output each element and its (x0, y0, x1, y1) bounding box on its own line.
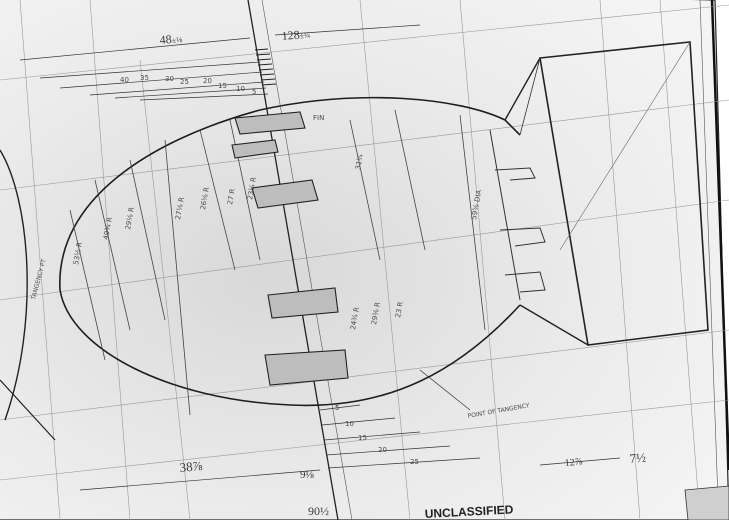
scale-bottom-5: 5 (335, 404, 339, 412)
radius-label-5: 26⅛ R (199, 186, 211, 210)
suspension-lugs (231, 111, 349, 386)
radius-label-3: 29⅛ R (124, 206, 136, 230)
sheet-border-right (710, 0, 729, 471)
radius-label-8: 31¼ (354, 153, 365, 170)
radius-label-6: 27 R (226, 188, 237, 205)
label-fin: FIN (313, 114, 324, 122)
scale-label-10: 10 (236, 85, 245, 93)
dim-right-1: 12⅞ (564, 456, 583, 469)
scale-label-35: 35 (140, 74, 149, 82)
title-block-edge (684, 485, 729, 520)
dim-top-48: 48±⅛ (159, 31, 183, 47)
radius-label-2: 49¾ R (102, 216, 114, 240)
tail-struts (494, 167, 546, 293)
radius-label-1: 53½ R (72, 241, 84, 265)
scale-bottom-20: 20 (378, 446, 387, 454)
radius-label-4: 27⅛ R (174, 196, 186, 220)
classification-stamp: UNCLASSIFIED (424, 502, 514, 520)
left-partial-view (0, 149, 28, 421)
scale-label-25: 25 (180, 78, 189, 86)
scale-bottom-15: 15 (358, 434, 367, 442)
dim-right-2: 7½ (629, 450, 647, 466)
dim-top-128: 128±¼ (281, 27, 311, 43)
bomb-body-outline (59, 96, 521, 407)
scale-bottom-10: 10 (345, 420, 354, 428)
scale-label-5: 5 (252, 88, 256, 96)
top-dimension-lines (19, 24, 421, 101)
radius-lines (69, 109, 486, 416)
dim-bottom-center-2: 90½ (308, 504, 329, 518)
scale-bottom-25: 25 (410, 458, 419, 466)
radius-label-7: 23¼ R (246, 176, 258, 200)
scale-label-30: 30 (165, 75, 174, 83)
radius-label-11: 23 R (394, 301, 405, 318)
scale-tick-marks (254, 48, 277, 86)
scale-label-20: 20 (203, 77, 212, 85)
radius-label-9: 24¾ R (349, 306, 361, 330)
scale-label-15: 15 (218, 82, 227, 90)
scale-label-40: 40 (120, 76, 129, 84)
centre-axis (247, 0, 339, 520)
bottom-dimension-lines (79, 369, 621, 491)
dim-bottom-left: 38⅞ (179, 458, 203, 475)
radius-label-10: 29⅜ R (370, 301, 382, 325)
tail-fin-box (539, 41, 709, 346)
dim-bottom-center: 9⅛ (300, 469, 315, 481)
